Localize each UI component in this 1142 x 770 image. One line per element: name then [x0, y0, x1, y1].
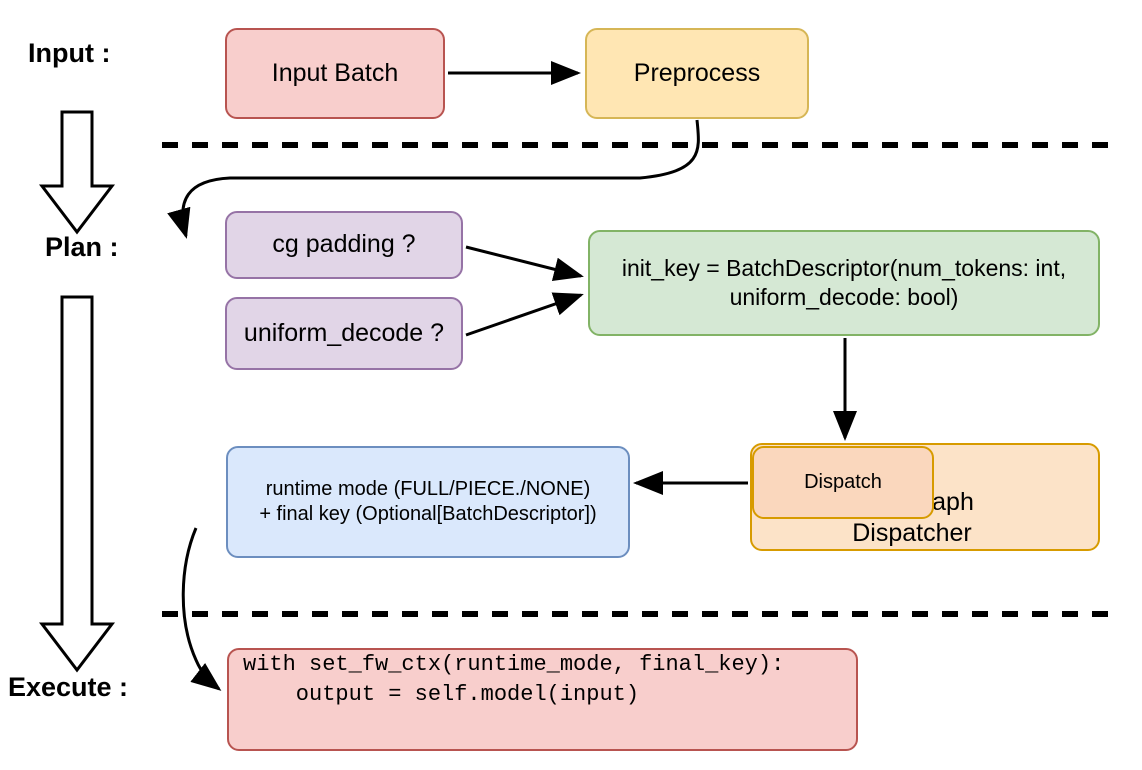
node-runtime-mode-line1: runtime mode (FULL/PIECE./NONE)	[265, 478, 591, 500]
stage-label-input: Input :	[28, 38, 111, 68]
node-runtime-mode-line2: + final key (Optional[BatchDescriptor])	[259, 503, 597, 525]
edge-runtimemode-to-execcode	[181, 527, 222, 691]
node-uniform-decode-label: uniform_decode ?	[243, 318, 445, 347]
node-init-key[interactable]: init_key = BatchDescriptor(num_tokens: i…	[588, 230, 1100, 336]
node-uniform-decode[interactable]: uniform_decode ?	[225, 297, 463, 370]
node-input-batch-label: Input Batch	[271, 58, 399, 87]
node-init-key-line2: uniform_decode: bool)	[729, 284, 959, 310]
node-cg-padding-label: cg padding ?	[272, 230, 416, 259]
stage-label-plan: Plan :	[45, 232, 119, 262]
node-init-key-line1: init_key = BatchDescriptor(num_tokens: i…	[621, 255, 1067, 282]
node-runtime-mode[interactable]: runtime mode (FULL/PIECE./NONE) + final …	[226, 446, 630, 558]
node-cudagraph-dispatcher-line2: Dispatcher	[852, 518, 972, 547]
node-preprocess[interactable]: Preprocess	[585, 28, 809, 119]
node-dispatch-label: Dispatch	[804, 471, 882, 493]
node-exec-code[interactable]: with set_fw_ctx(runtime_mode, final_key)…	[227, 648, 858, 751]
stage-label-execute: Execute :	[8, 672, 129, 702]
node-input-batch[interactable]: Input Batch	[225, 28, 445, 119]
node-cg-padding[interactable]: cg padding ?	[225, 211, 463, 279]
node-preprocess-label: Preprocess	[633, 58, 761, 87]
stage-arrow-plan-to-execute	[38, 295, 116, 673]
node-exec-code-line2: output = self.model(input)	[243, 681, 640, 707]
node-exec-code-line1: with set_fw_ctx(runtime_mode, final_key)…	[243, 652, 785, 677]
node-dispatch[interactable]: Dispatch	[752, 446, 934, 519]
edge-cgpadding-to-initkey	[465, 245, 584, 282]
edge-uniformdecode-to-initkey	[465, 292, 584, 337]
stage-arrow-input-to-plan	[38, 110, 116, 235]
